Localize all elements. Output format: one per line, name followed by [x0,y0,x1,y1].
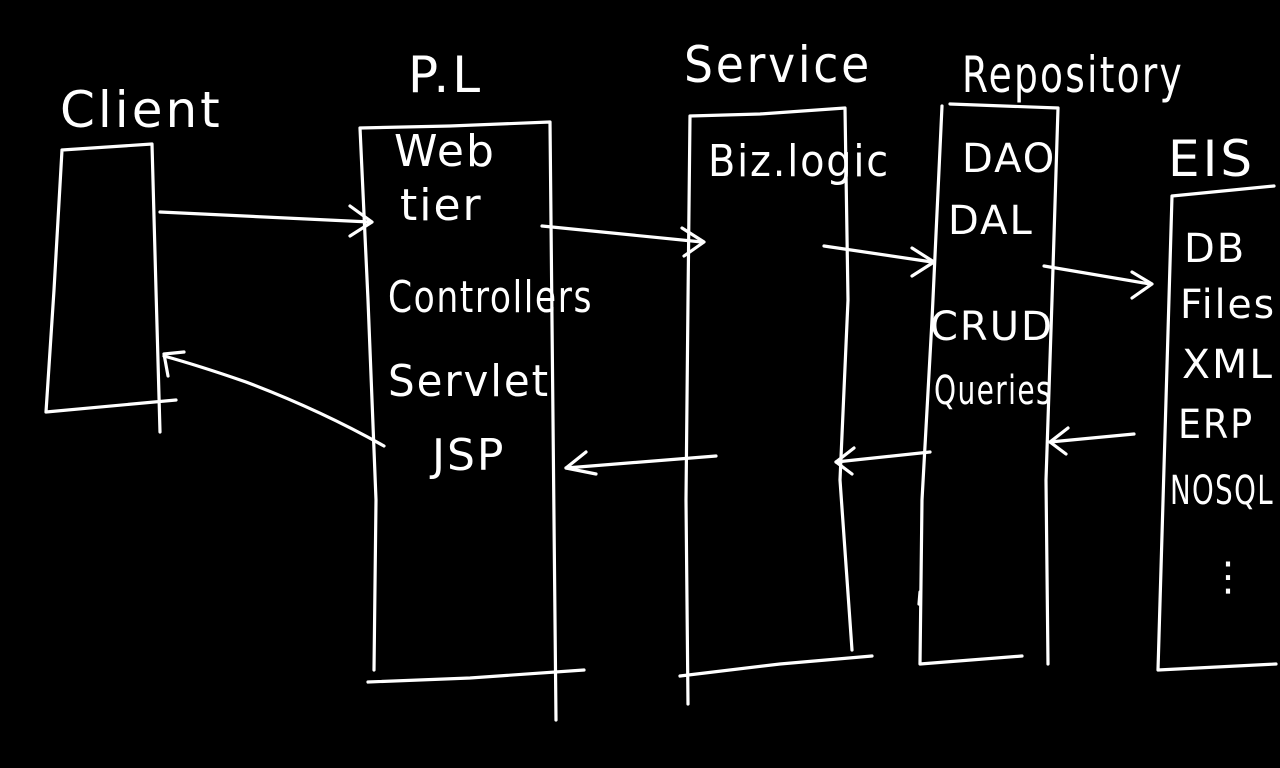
eis-title: EIS [1168,130,1255,188]
repository-title: Repository [962,46,1184,104]
repository-layer: Repository DAO DAL CRUD Queries [918,46,1184,666]
presentation-title: P.L [408,46,483,104]
repository-box [918,102,1060,666]
arrow-presentation-to-service [540,224,706,258]
arrow-service-to-presentation [564,450,718,476]
presentation-layer: P.L Web tier Controllers Servlet JSP [358,46,593,722]
arrow-eis-to-repository [1048,426,1136,456]
presentation-box [358,120,586,722]
repository-item-crud: CRUD [930,304,1054,350]
client-layer: Client [44,81,223,434]
eis-layer: EIS DB Files XML ERP NOSQL ⋮ [1156,130,1278,672]
eis-item-xml: XML [1182,342,1274,388]
request-arrows [158,204,1154,300]
service-layer: Service Biz.logic [678,36,890,706]
presentation-item-web: Web [394,126,496,177]
presentation-item-servlet: Servlet [388,356,550,407]
repository-item-dal: DAL [948,198,1034,244]
arrow-repository-to-service [834,446,932,476]
client-title: Client [60,81,223,139]
eis-item-files: Files [1180,282,1276,328]
arrow-repository-to-eis [1042,264,1154,300]
response-arrows [162,350,1136,476]
repository-item-queries: Queries [934,368,1052,414]
eis-item-db: DB [1184,226,1246,272]
arrow-client-to-presentation [158,204,374,238]
eis-item-more: ⋮ [1208,554,1248,600]
repository-item-dao: DAO [962,136,1056,182]
stray-mark [917,590,922,606]
eis-item-nosql: NOSQL [1170,468,1274,514]
service-box [678,106,874,706]
service-title: Service [684,36,872,94]
client-box [44,142,178,434]
service-item-bizlogic: Biz.logic [708,136,890,187]
eis-box [1156,184,1278,672]
presentation-item-controllers: Controllers [388,272,593,323]
eis-item-erp: ERP [1178,402,1254,448]
presentation-item-jsp: JSP [429,430,505,481]
arrow-presentation-to-client [162,350,386,448]
presentation-item-tier: tier [400,180,483,231]
arrow-service-to-repository [822,244,936,278]
